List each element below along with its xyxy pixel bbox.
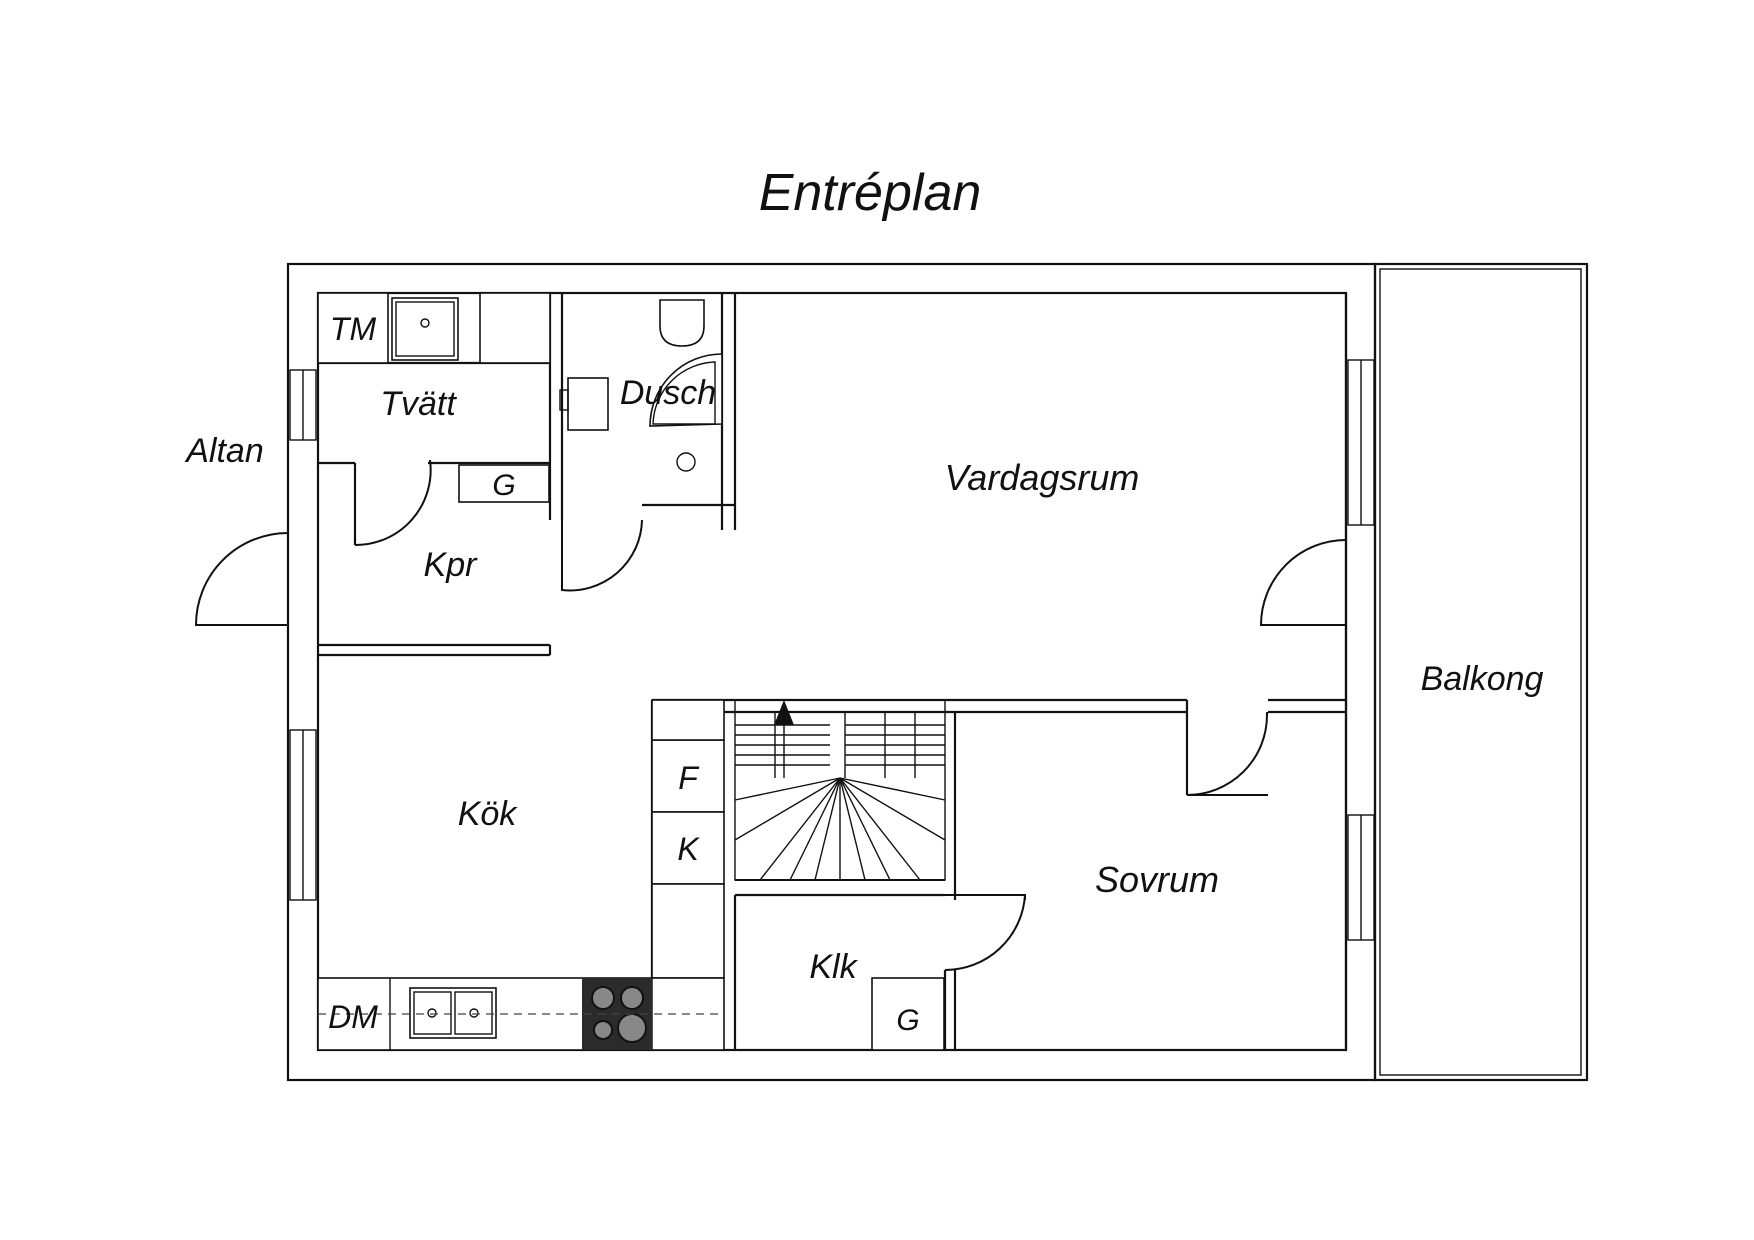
label-vardagsrum: Vardagsrum (945, 457, 1140, 498)
room-labels: Altan TM Tvätt Dusch G Kpr Vardagsrum Ba… (184, 311, 1543, 1037)
stair-tread (759, 777, 841, 881)
label-f: F (678, 760, 700, 796)
stair-tread (839, 777, 921, 881)
closet-f (651, 739, 725, 813)
stair-tread (839, 777, 891, 881)
label-kok: Kök (458, 795, 519, 833)
stair-tread (734, 777, 841, 841)
stair-tread (839, 777, 946, 841)
washer-tm (317, 292, 389, 364)
outer-walls (286, 262, 1589, 1082)
label-balkong: Balkong (1421, 660, 1544, 698)
laundry-sink (391, 297, 459, 361)
label-sovrum: Sovrum (1095, 859, 1219, 900)
plan-title: Entréplan (759, 164, 982, 222)
stair-tread (814, 777, 841, 881)
label-g-upper: G (492, 469, 515, 502)
kitchen-counter (317, 977, 725, 1051)
stair-tread (839, 777, 866, 881)
stair-direction-arrow-icon (774, 700, 794, 725)
label-klk: Klk (809, 948, 858, 986)
label-kpr: Kpr (424, 546, 479, 584)
closet-k (651, 811, 725, 885)
stair-tread (789, 777, 841, 881)
label-dusch: Dusch (620, 374, 716, 412)
label-tvatt: Tvätt (380, 385, 457, 423)
label-dm: DM (328, 999, 378, 1035)
stairs (734, 700, 946, 881)
bathroom-fixtures (559, 299, 723, 472)
doors (194, 459, 1347, 972)
cabinet-g-upper (458, 464, 550, 503)
stair-tread (839, 777, 946, 801)
label-k: K (677, 831, 700, 867)
cabinet-g-lower (871, 977, 945, 1051)
sink (409, 987, 497, 1039)
stair-tread (734, 777, 841, 801)
windows (289, 359, 1375, 941)
label-tm: TM (330, 311, 377, 347)
label-g-lower: G (896, 1004, 919, 1037)
interior-walls (317, 292, 1348, 1051)
label-altan: Altan (184, 432, 264, 470)
